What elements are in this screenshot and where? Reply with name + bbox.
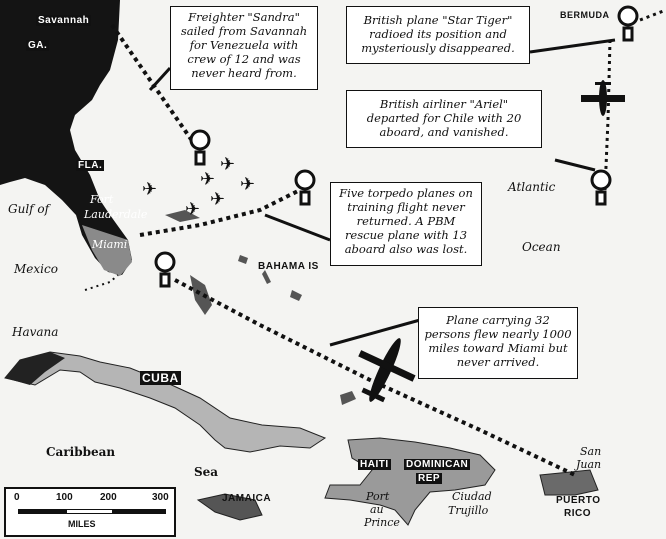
- scale-tick: 100: [56, 492, 73, 503]
- label-lauderdale: Lauderdale: [84, 208, 148, 221]
- land-south-florida: [82, 225, 132, 276]
- route-plane32: [174, 278, 576, 477]
- label-au: au: [370, 503, 384, 516]
- label-gulf-of: Gulf of: [8, 202, 50, 216]
- svg-text:✈: ✈: [185, 199, 200, 220]
- route-bermuda-east: [639, 8, 666, 22]
- land-puerto-rico: [539, 469, 599, 496]
- label-ciudad: Ciudad: [452, 490, 492, 503]
- question-marker-icon: [294, 169, 316, 206]
- label-rico: RICO: [564, 508, 591, 519]
- large-plane-icon: [358, 338, 416, 403]
- label-dominican: DOMINICAN: [404, 459, 471, 470]
- scale-tick: 200: [100, 492, 117, 503]
- label-port: Port: [366, 490, 390, 503]
- scale-tick: 0: [14, 492, 20, 503]
- label-trujillo: Trujillo: [448, 504, 489, 517]
- label-san: San: [580, 445, 602, 458]
- scale-unit: MILES: [68, 519, 96, 529]
- scale-bar: 0 100 200 300 MILES: [4, 487, 176, 537]
- scale-tick: 300: [152, 492, 169, 503]
- label-georgia: GA.: [26, 40, 50, 51]
- land-west-cuba: [5, 352, 65, 385]
- label-mexico: Mexico: [14, 262, 58, 276]
- callout-ariel: British airliner "Ariel" departed for Ch…: [346, 90, 542, 148]
- callout-star-tiger: British plane "Star Tiger" radioed its p…: [346, 6, 530, 64]
- route-bermuda: [603, 39, 612, 191]
- svg-text:✈: ✈: [240, 174, 255, 195]
- pointer-lines: [148, 38, 616, 347]
- label-savannah: Savannah: [36, 15, 92, 26]
- label-fort: Fort: [90, 193, 114, 206]
- airliner-icon: [581, 80, 625, 116]
- label-cuba: CUBA: [140, 371, 181, 385]
- label-bahama-islands: BAHAMA IS: [258, 261, 319, 272]
- land-cuba: [4, 351, 327, 453]
- svg-text:✈: ✈: [210, 189, 225, 210]
- label-prince: Prince: [364, 516, 400, 529]
- label-florida: FLA.: [76, 160, 105, 171]
- label-miami: Miami: [92, 238, 128, 251]
- question-marker-icon: [189, 129, 211, 166]
- plane-icons: ✈✈✈ ✈✈✈: [142, 80, 625, 403]
- label-caribbean: Caribbean: [46, 445, 116, 459]
- callout-torpedo: Five torpedo planes on training flight n…: [330, 182, 482, 266]
- torpedo-plane-icons: ✈✈✈ ✈✈✈: [142, 154, 255, 220]
- land-georgia-florida: [0, 0, 132, 275]
- question-marker-icons: [154, 5, 639, 288]
- label-haiti: HAITI: [358, 459, 391, 470]
- route-lines: [84, 8, 666, 477]
- callout-sandra: Freighter "Sandra" sailed from Savannah …: [170, 6, 318, 90]
- scale-bar-line: [18, 509, 166, 514]
- label-sea: Sea: [194, 465, 219, 479]
- svg-text:✈: ✈: [200, 169, 215, 190]
- route-gulf: [84, 274, 119, 291]
- label-puerto: PUERTO: [556, 495, 601, 506]
- land-jamaica: [196, 493, 263, 521]
- label-rep: REP: [416, 473, 443, 484]
- label-juan: Juan: [576, 458, 602, 471]
- label-bermuda: BERMUDA: [560, 10, 610, 20]
- callout-plane-32: Plane carrying 32 persons flew nearly 10…: [418, 307, 578, 379]
- svg-text:✈: ✈: [220, 154, 235, 175]
- land-bahamas: [165, 210, 356, 405]
- label-havana: Havana: [12, 325, 59, 339]
- question-marker-icon: [154, 251, 176, 288]
- route-torpedo: [139, 188, 301, 237]
- question-marker-icon: [617, 5, 639, 42]
- question-marker-icon: [590, 169, 612, 206]
- label-atlantic: Atlantic: [508, 180, 556, 194]
- route-sandra: [110, 23, 197, 147]
- svg-text:✈: ✈: [142, 179, 157, 200]
- label-jamaica: JAMAICA: [222, 493, 272, 504]
- label-ocean: Ocean: [522, 240, 561, 254]
